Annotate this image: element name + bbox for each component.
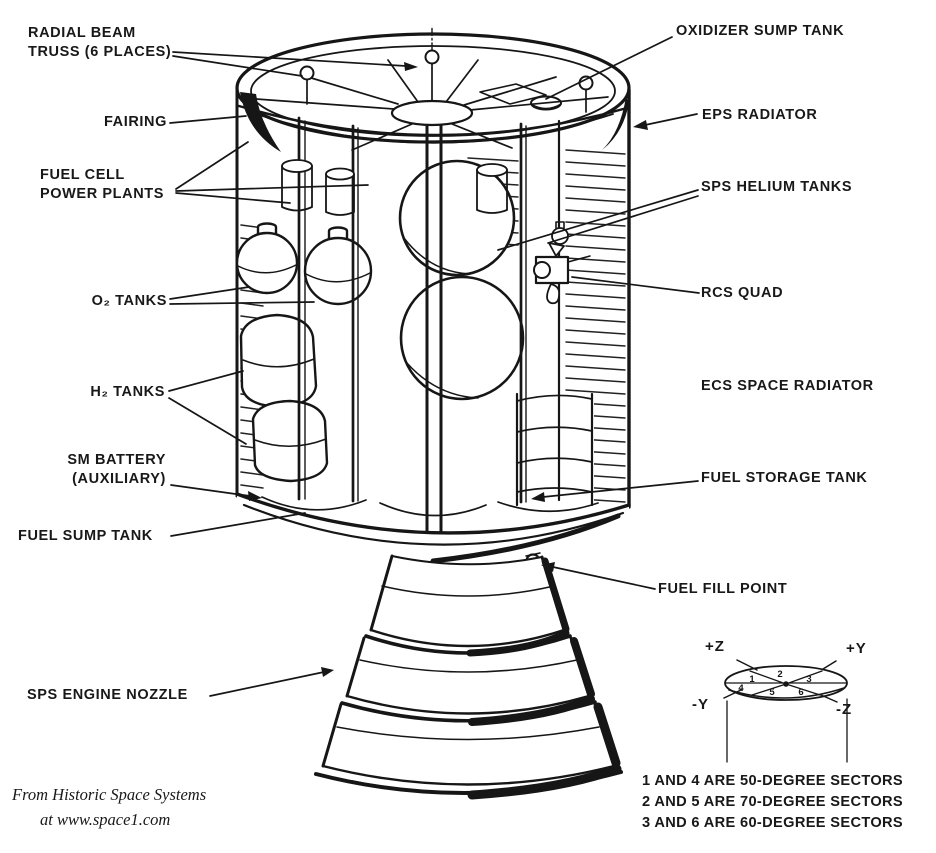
attribution-line1: From Historic Space Systems [12, 785, 207, 804]
leader-fuel-sump [170, 512, 306, 537]
leader-sm-battery [170, 484, 251, 497]
sector-diagram-disc [723, 659, 848, 763]
label-radial-beam-truss: RADIAL BEAM TRUSS (6 PLACES) [28, 25, 172, 60]
fuel-storage-tank-shape [515, 392, 594, 507]
sector-note-1: 1 AND 4 ARE 50-DEGREE SECTORS [642, 773, 904, 789]
leader-sps-helium [497, 189, 699, 251]
attribution: From Historic Space Systems at www.space… [12, 783, 206, 833]
label-h2-tanks: H₂ TANKS [90, 384, 165, 400]
attribution-line2: at www.space1.com [40, 809, 171, 829]
leader-fairing [169, 115, 247, 124]
sector-notes: 1 AND 4 ARE 50-DEGREE SECTORS 2 AND 5 AR… [642, 771, 903, 834]
leader-rcs-quad [571, 276, 700, 294]
aft-bulkhead-dish [235, 492, 631, 569]
leader-sps-nozzle [209, 671, 325, 697]
leader-fuel-storage [542, 480, 699, 498]
sector-note-3: 3 AND 6 ARE 60-DEGREE SECTORS [642, 815, 904, 832]
label-rcs-quad: RCS QUAD [701, 285, 784, 301]
h2-tanks-shape [239, 313, 329, 483]
sps-engine-nozzle-shape [314, 554, 623, 800]
label-fuel-cell-power-plants: FUEL CELL POWER PLANTS [40, 167, 165, 202]
label-fuel-fill-point: FUEL FILL POINT [658, 581, 788, 597]
sector-number-3: 3 [806, 674, 811, 685]
label-sm-battery: SM BATTERY (AUXILIARY) [67, 452, 166, 487]
sector-number-6: 6 [798, 687, 803, 698]
leader-h2-tanks [168, 370, 247, 445]
leader-eps-radiator [644, 113, 698, 126]
axis-label-minus-y: -Y [692, 696, 709, 713]
label-sps-helium-tanks: SPS HELIUM TANKS [701, 179, 853, 195]
label-eps-radiator: EPS RADIATOR [702, 107, 818, 123]
sector-number-1: 1 [749, 674, 755, 685]
label-o2-tanks: O₂ TANKS [91, 293, 167, 309]
leader-arrowheads [248, 62, 648, 677]
sector-number-5: 5 [769, 687, 775, 698]
sector-numbers: 1 2 3 4 5 6 [738, 669, 811, 698]
leader-o2-tanks [169, 286, 315, 305]
label-ecs-space-radiator: ECS SPACE RADIATOR [701, 378, 874, 394]
sector-number-2: 2 [777, 669, 782, 680]
label-oxidizer-sump-tank: OXIDIZER SUMP TANK [676, 23, 845, 39]
label-fuel-storage-tank: FUEL STORAGE TANK [701, 470, 868, 486]
label-fuel-sump-tank: FUEL SUMP TANK [18, 528, 153, 544]
label-fairing: FAIRING [103, 114, 167, 130]
fuel-cell-shapes [281, 83, 562, 216]
axis-label-plus-z: +Z [705, 638, 725, 655]
sector-note-2: 2 AND 5 ARE 70-DEGREE SECTORS [642, 794, 904, 811]
leader-fuel-fill [552, 566, 656, 590]
service-module-shell [235, 32, 631, 509]
sector-number-4: 4 [738, 683, 744, 694]
leader-oxidizer-sump-tank [545, 36, 673, 100]
leader-fuel-cell [175, 141, 369, 204]
o2-tanks-shape [235, 222, 373, 306]
axis-label-plus-y: +Y [846, 640, 867, 657]
leader-lines [168, 36, 700, 697]
leader-radial-beam-truss [172, 51, 407, 77]
sps-helium-tanks-shape [398, 159, 525, 401]
rcs-quad-shape [533, 221, 591, 305]
label-sps-engine-nozzle: SPS ENGINE NOZZLE [27, 687, 188, 703]
interior-beams [297, 114, 561, 550]
axis-label-minus-z: -Z [836, 701, 853, 718]
